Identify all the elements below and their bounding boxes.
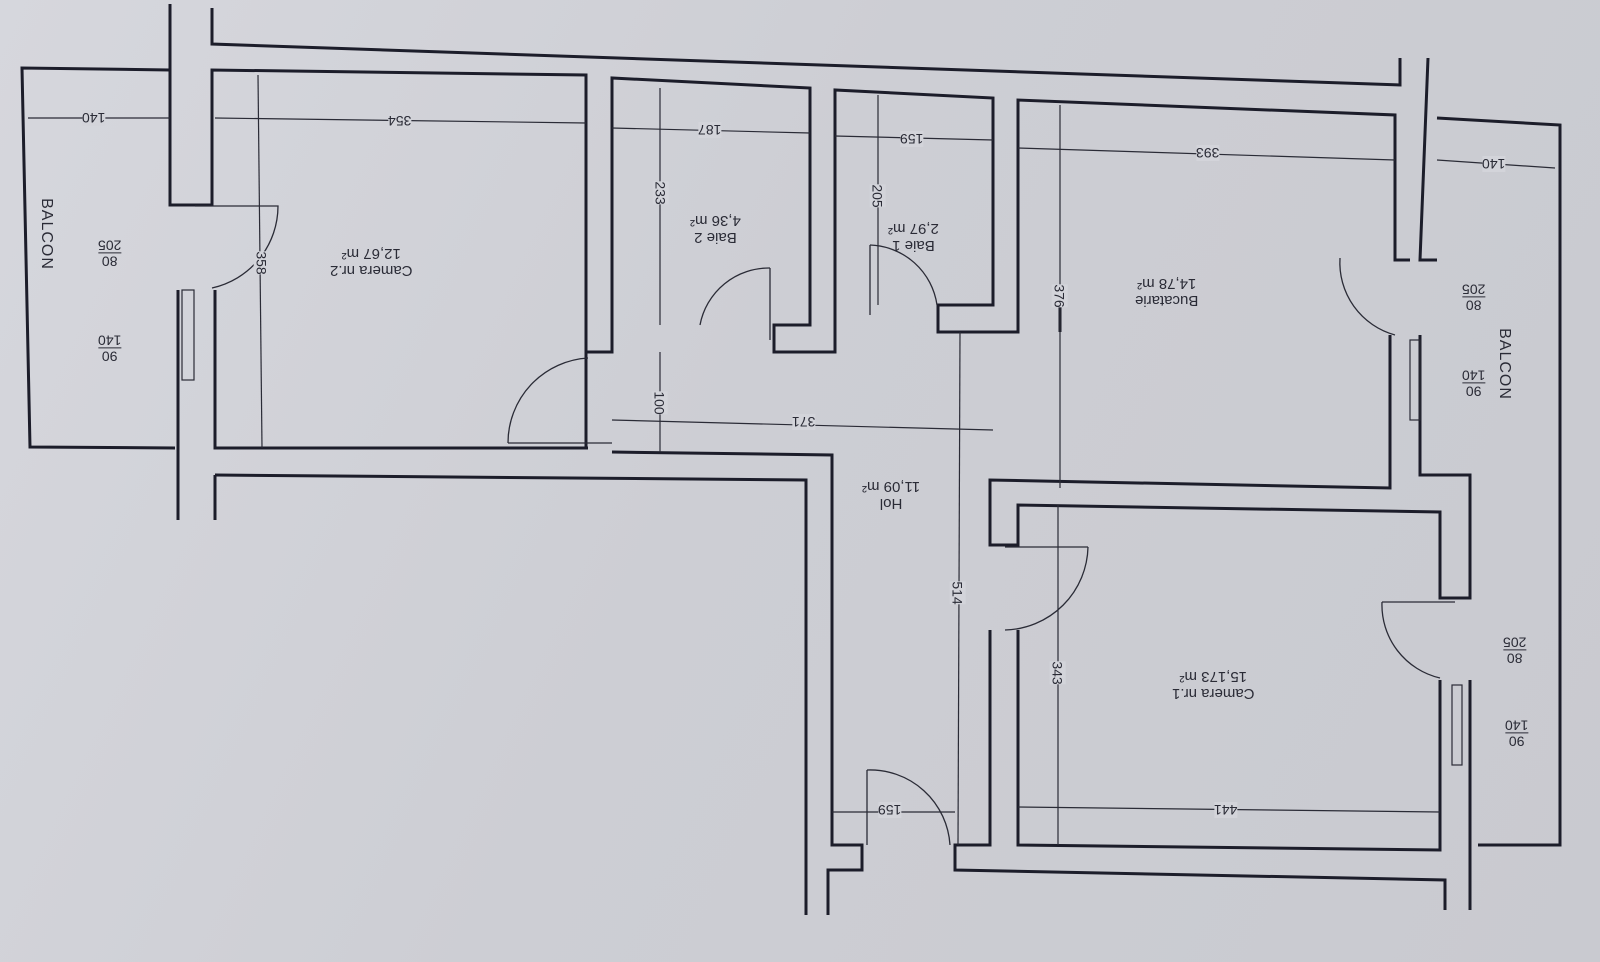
room-area: 11,09 m² xyxy=(862,478,921,496)
dim-bucatarie-width: 393 xyxy=(1196,145,1220,161)
opening-left-window: 90 140 xyxy=(98,332,122,365)
room-label-camera2: Camera nr.2 12,67 m² xyxy=(330,245,413,280)
dim-camera2-depth: 358 xyxy=(253,251,270,275)
opening-width: 90 xyxy=(1508,733,1525,750)
dim-baie2-width: 187 xyxy=(698,122,722,138)
opening-height: 140 xyxy=(1505,717,1529,734)
balcony-label-right: BALCON xyxy=(1495,328,1513,400)
opening-width: 80 xyxy=(1506,650,1523,667)
room-name: Baie 1 xyxy=(892,237,935,254)
dim-baie2-depth: 233 xyxy=(652,181,669,205)
opening-right-window: 90 140 xyxy=(1462,367,1486,400)
opening-height: 205 xyxy=(1462,281,1486,298)
opening-width: 80 xyxy=(1465,297,1482,314)
room-name: Baie 2 xyxy=(694,229,737,246)
room-label-hol: Hol 11,09 m² xyxy=(862,478,921,513)
dim-entrance-width: 159 xyxy=(878,802,902,818)
room-name: Bucatarie xyxy=(1135,292,1199,309)
room-area: 2,97 m² xyxy=(888,220,939,238)
dim-camera2-width: 354 xyxy=(388,113,412,129)
dim-balcony-left-depth: 140 xyxy=(82,110,106,126)
room-area: 4,36 m² xyxy=(690,212,741,230)
room-label-baie2: Baie 2 4,36 m² xyxy=(690,212,741,247)
dim-hol-passage: 100 xyxy=(651,391,668,415)
dim-hol-length: 514 xyxy=(949,581,966,605)
balcony-label-left: BALCON xyxy=(37,198,55,270)
opening-height: 205 xyxy=(1503,634,1527,651)
dim-baie1-width: 159 xyxy=(900,131,924,147)
room-label-bucatarie: Bucatarie 14,78 m² xyxy=(1135,275,1199,310)
dim-bucatarie-depth: 376 xyxy=(1051,284,1068,308)
opening-height: 140 xyxy=(1462,367,1486,384)
dim-baie1-depth: 205 xyxy=(869,184,886,208)
dim-balcony-right-depth: 140 xyxy=(1482,156,1506,172)
dim-camera1-width: 441 xyxy=(1214,802,1238,818)
opening-left-door: 80 205 xyxy=(98,237,122,270)
room-area: 14,78 m² xyxy=(1137,275,1197,293)
room-area: 15,173 m² xyxy=(1179,668,1248,686)
dim-hol-width: 371 xyxy=(792,414,816,430)
room-name: Camera nr.2 xyxy=(330,262,413,279)
room-name: Hol xyxy=(879,495,903,512)
room-label-baie1: Baie 1 2,97 m² xyxy=(888,220,939,255)
opening-height: 140 xyxy=(98,332,122,349)
room-label-camera1: Camera nr.1 15,173 m² xyxy=(1172,668,1255,703)
dim-camera1-depth: 343 xyxy=(1049,661,1066,685)
opening-width: 80 xyxy=(101,253,118,270)
opening-right-door: 80 205 xyxy=(1462,281,1486,314)
opening-width: 90 xyxy=(101,348,118,365)
opening-camera1-window: 90 140 xyxy=(1505,717,1529,750)
room-area: 12,67 m² xyxy=(341,245,401,263)
opening-width: 90 xyxy=(1465,383,1482,400)
room-name: Camera nr.1 xyxy=(1172,685,1255,702)
opening-height: 205 xyxy=(98,237,122,254)
opening-camera1-door: 80 205 xyxy=(1503,634,1527,667)
